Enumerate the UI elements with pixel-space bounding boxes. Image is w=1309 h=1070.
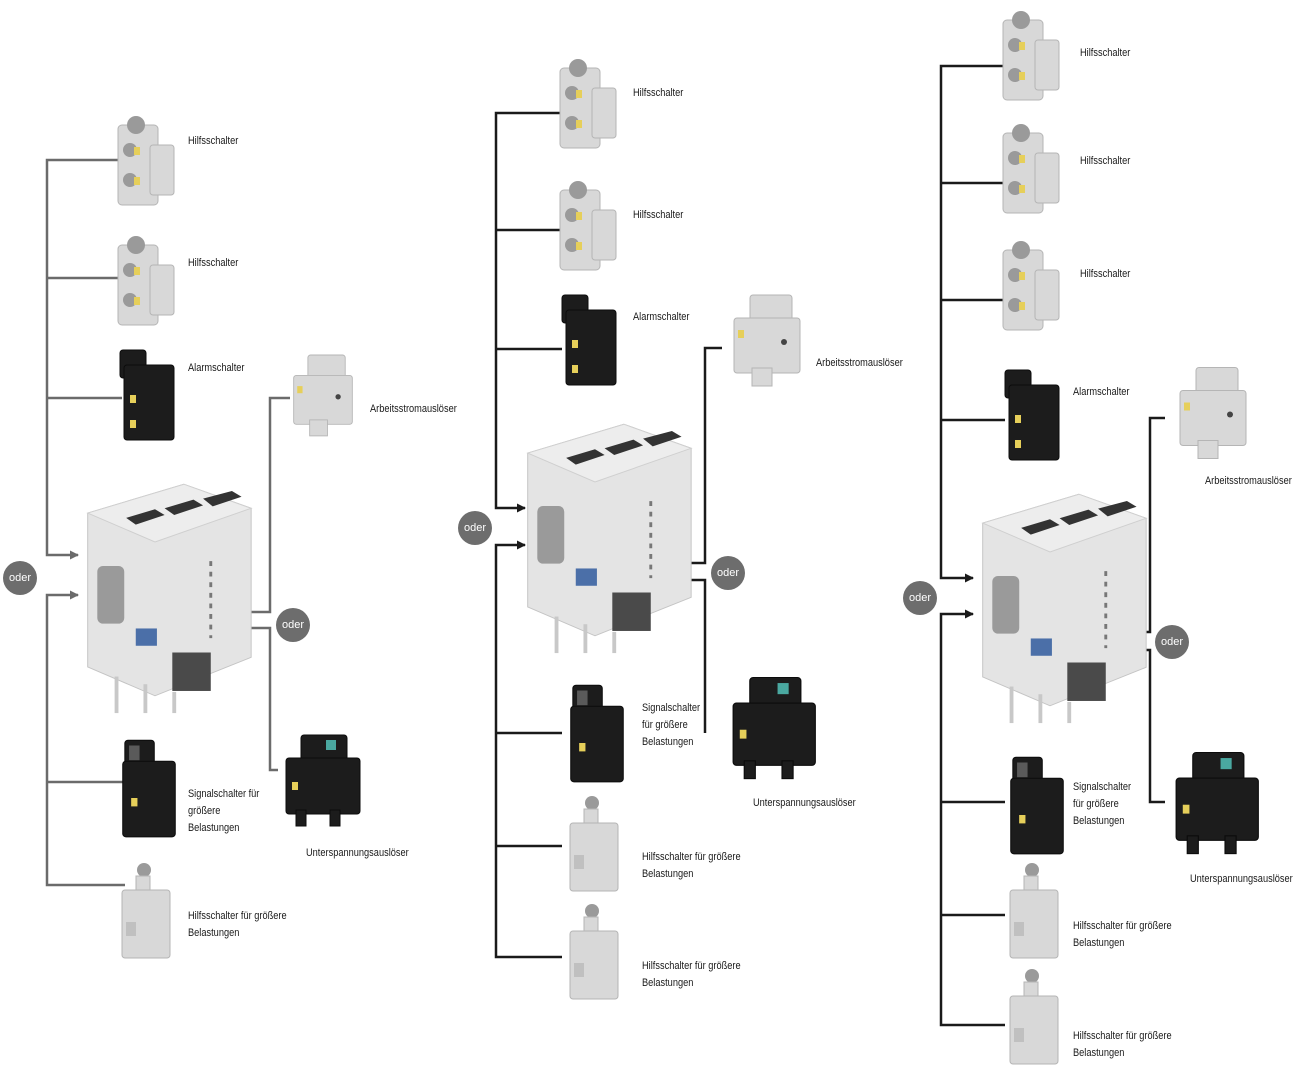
undervoltage-release-image [276, 725, 366, 835]
component-label: Alarmschalter [188, 362, 245, 374]
oder-badge: oder [3, 561, 37, 595]
aux-switch-image [108, 235, 182, 335]
aux-switch-heavy-image [1000, 862, 1074, 962]
component-label: Alarmschalter [1073, 386, 1130, 398]
component-label: Hilfsschalter für größere Belastungen [1073, 1030, 1172, 1059]
oder-badge: oder [458, 511, 492, 545]
undervoltage-release-image [1165, 745, 1265, 860]
undervoltage-release-image [722, 670, 822, 785]
oder-badge: oder [276, 608, 310, 642]
signal-switch-image [112, 735, 186, 840]
circuit-breaker-image [950, 475, 1150, 725]
circuit-breaker-image [495, 405, 695, 655]
component-label: Hilfsschalter [188, 135, 239, 147]
component-label: Signalschalter für größere Belastungen [1073, 781, 1132, 827]
alarm-switch-image [993, 365, 1067, 465]
aux-switch-heavy-image [1000, 968, 1074, 1068]
component-label: Hilfsschalter für größere Belastungen [1073, 920, 1172, 949]
aux-switch-image [993, 123, 1067, 223]
component-label: Hilfsschalter für größere Belastungen [642, 960, 741, 989]
component-label: Hilfsschalter [633, 209, 684, 221]
circuit-breaker-image [55, 465, 255, 715]
signal-switch-image [560, 680, 634, 785]
component-label: Hilfsschalter [1080, 155, 1131, 167]
component-label: Arbeitsstromauslöser [816, 357, 903, 369]
component-label: Signalschalter für größere Belastungen [188, 788, 260, 834]
diagram-1-connectors [45, 158, 290, 887]
aux-switch-image [993, 10, 1067, 110]
aux-switch-image [108, 115, 182, 215]
component-label: Hilfsschalter [1080, 268, 1131, 280]
component-label: Hilfsschalter für größere Belastungen [642, 851, 741, 880]
alarm-switch-image [108, 345, 182, 445]
aux-switch-image [550, 58, 624, 158]
oder-badge: oder [711, 556, 745, 590]
aux-switch-heavy-image [112, 862, 186, 962]
component-label: Hilfsschalter [1080, 47, 1131, 59]
oder-badge: oder [903, 581, 937, 615]
shunt-trip-image [1168, 360, 1258, 465]
component-label: Hilfsschalter [633, 87, 684, 99]
aux-switch-heavy-image [560, 903, 634, 1003]
component-label: Hilfsschalter für größere Belastungen [188, 910, 287, 939]
component-label: Hilfsschalter [188, 257, 239, 269]
component-label: Arbeitsstromauslöser [370, 403, 457, 415]
component-label: Unterspannungsauslöser [753, 797, 856, 809]
component-label: Unterspannungsauslöser [306, 847, 409, 859]
component-label: Unterspannungsauslöser [1190, 873, 1293, 885]
oder-badge: oder [1155, 625, 1189, 659]
aux-switch-image [993, 240, 1067, 340]
component-label: Alarmschalter [633, 311, 690, 323]
component-label: Signalschalter für größere Belastungen [642, 702, 701, 748]
shunt-trip-image [283, 345, 363, 445]
aux-switch-heavy-image [560, 795, 634, 895]
signal-switch-image [1000, 752, 1074, 857]
aux-switch-image [550, 180, 624, 280]
alarm-switch-image [550, 290, 624, 390]
shunt-trip-image [722, 290, 812, 390]
component-label: Arbeitsstromauslöser [1205, 475, 1292, 487]
